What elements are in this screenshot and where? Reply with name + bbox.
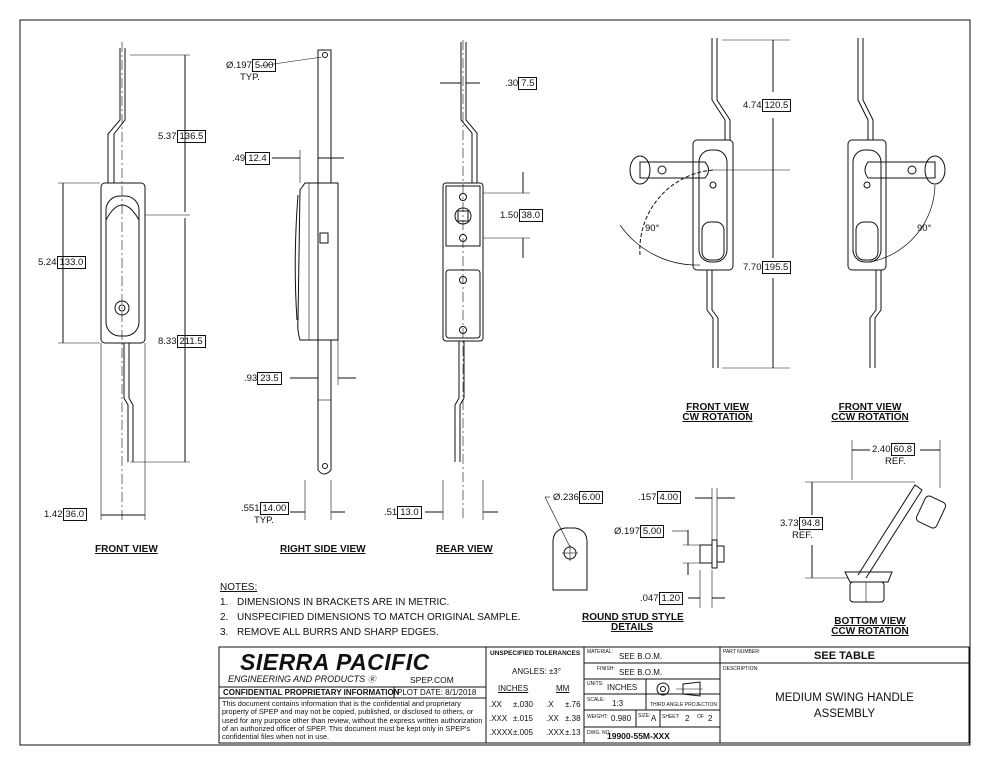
dim-bottom-ref1: REF. <box>885 456 906 467</box>
dim-side-typ2: TYP. <box>254 515 274 526</box>
dim-cw-angle: 90° <box>645 223 660 234</box>
front-view-title: FRONT VIEW <box>95 544 158 555</box>
front-view-drawing <box>58 42 190 520</box>
right-side-view-title: RIGHT SIDE VIEW <box>280 544 366 555</box>
scale-value: 1:3 <box>612 699 624 708</box>
dim-ccw-angle: 90° <box>917 223 932 234</box>
note-item: 3.REMOVE ALL BURRS AND SHARP EDGES. <box>220 627 439 638</box>
units-label: UNITS: <box>587 681 604 687</box>
finish-value: SEE B.O.M. <box>619 668 663 677</box>
description-value: MEDIUM SWING HANDLE ASSEMBLY <box>775 692 914 720</box>
tolerances-title: UNSPECIFIED TOLERANCES <box>490 650 581 657</box>
units-value: INCHES <box>607 683 638 692</box>
plot-date: PLOT DATE: 8/1/2018 <box>397 688 477 697</box>
bottom-view-drawing <box>805 440 947 603</box>
right-side-view-drawing <box>259 49 356 520</box>
inches-header: INCHES <box>498 684 529 693</box>
note-item: 2.UNSPECIFIED DIMENSIONS TO MATCH ORIGIN… <box>220 612 521 623</box>
company-website: SPEP.COM <box>410 675 454 685</box>
of-label: OF <box>697 714 704 720</box>
dim-side-typ: TYP. <box>240 72 260 83</box>
projection-label: THIRD ANGLE PROJECTION <box>650 702 717 708</box>
dwg-number: 19900-55M-XXX <box>607 731 670 741</box>
description-label: DESCRIPTION: <box>723 666 759 672</box>
material-value: SEE B.O.M. <box>619 652 663 661</box>
scale-label: SCALE: <box>587 697 605 703</box>
sheet-label: SHEET: <box>662 714 680 720</box>
rear-view-drawing <box>425 40 530 520</box>
dwg-label: DWG. NO. <box>587 730 611 736</box>
sheet-total: 2 <box>708 714 713 723</box>
note-item: 1.DIMENSIONS IN BRACKETS ARE IN METRIC. <box>220 597 450 608</box>
rear-view-title: REAR VIEW <box>436 544 493 555</box>
front-cw-view-drawing <box>619 38 790 369</box>
notes-heading: NOTES: <box>220 582 258 593</box>
weight-label: WEIGHT: <box>587 714 608 720</box>
title-block-lines <box>218 646 970 744</box>
round-stud-drawing <box>544 488 735 608</box>
part-number-label: PART NUMBER: <box>723 649 761 655</box>
tolerance-inches: .XX±.030 .XXX±.015 .XXXX±.005 <box>489 700 533 737</box>
dim-bottom-ref2: REF. <box>792 530 813 541</box>
material-label: MATERIAL: <box>587 649 614 655</box>
part-number-value: SEE TABLE <box>814 650 875 662</box>
sheet-value: 2 <box>685 714 690 723</box>
front-ccw-view-drawing <box>847 38 946 368</box>
size-label: SIZE: <box>638 713 651 719</box>
company-logo: SIERRA PACIFIC <box>240 649 430 675</box>
company-subtitle: ENGINEERING AND PRODUCTS Ⓡ <box>228 674 376 684</box>
mm-header: MM <box>556 684 570 693</box>
disclaimer: This document contains information that … <box>222 699 483 742</box>
tolerance-mm: .X±.76 .XX±.38 .XXX±.13 <box>546 700 581 737</box>
finish-label: FINISH: <box>597 666 615 672</box>
size-value: A <box>651 714 657 723</box>
weight-value: 0.980 <box>611 714 632 723</box>
confidential-label: CONFIDENTIAL PROPRIETARY INFORMATION <box>223 688 400 697</box>
angles-tolerance: ANGLES: ±3° <box>512 667 561 676</box>
notes: NOTES: 1.DIMENSIONS IN BRACKETS ARE IN M… <box>220 580 521 640</box>
